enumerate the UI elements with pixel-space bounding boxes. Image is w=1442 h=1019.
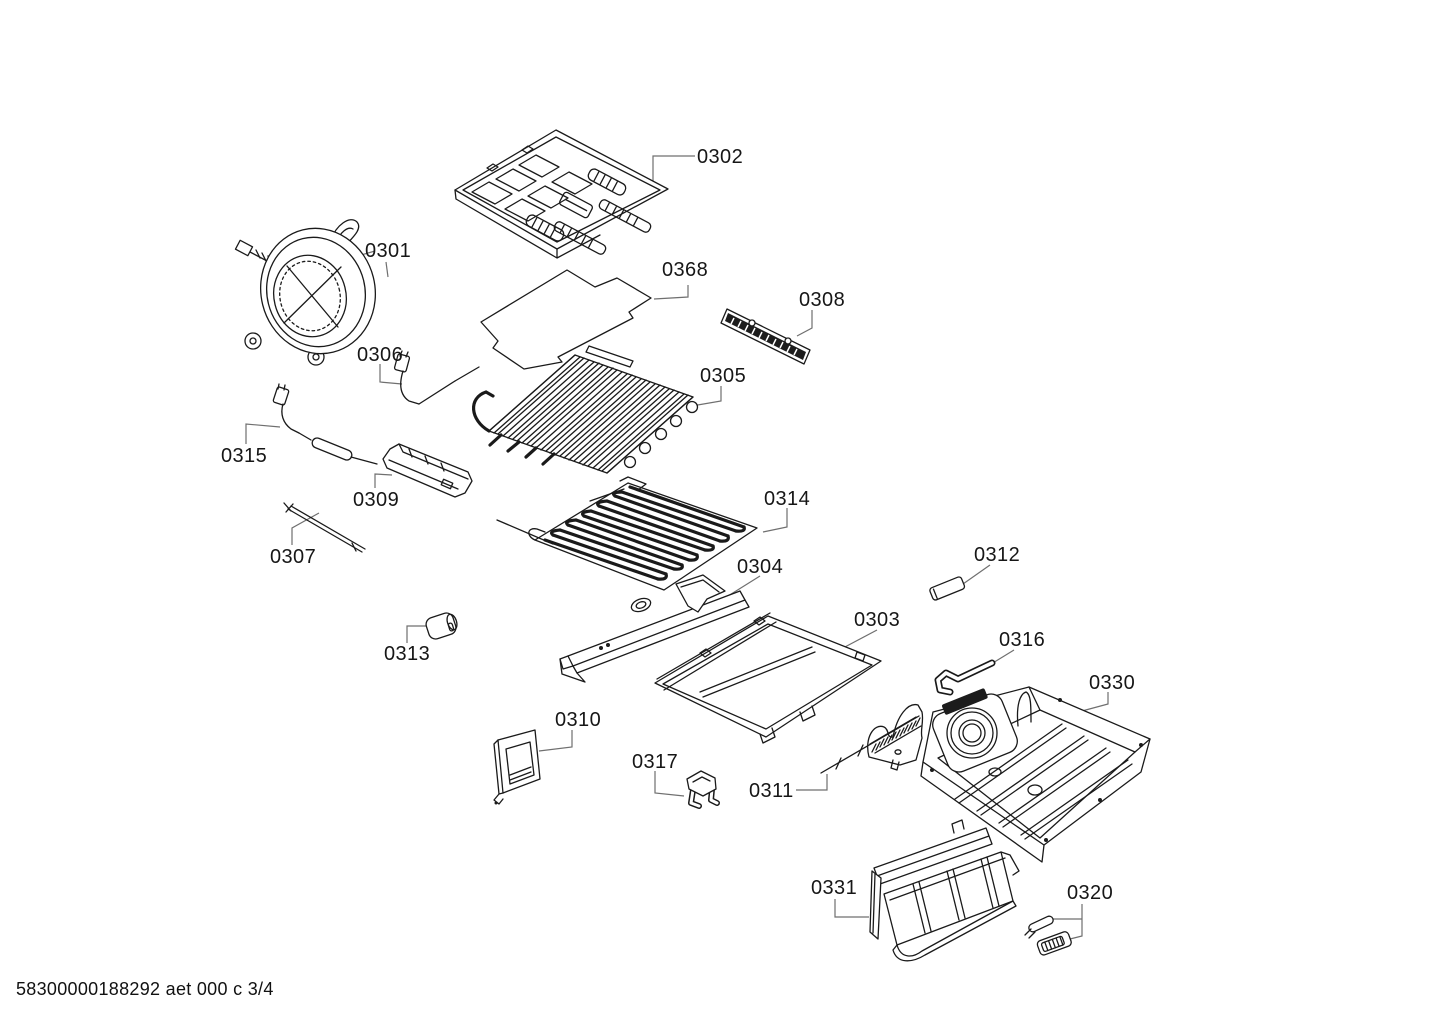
part-0315-sensor-drawing [272,383,378,465]
part-label-0301: 0301 [365,240,412,262]
part-0313-roller-drawing [425,612,458,640]
part-0305-evaporator-drawing [472,345,699,474]
part-label-0331: 0331 [811,877,858,899]
leader-lines [245,155,1109,940]
part-0311-rod-spring-drawing [820,704,924,774]
part-label-0307: 0307 [270,546,317,568]
part-label-0309: 0309 [353,489,400,511]
part-0312-clip-drawing [929,576,966,601]
part-0310-flap-drawing [493,729,541,805]
part-0303-tray-drawing [654,612,882,744]
part-0320-hardware-drawing [1024,915,1072,956]
part-label-0316: 0316 [999,629,1046,651]
part-0314-heater-plate-drawing [496,476,758,591]
part-label-0303: 0303 [854,609,901,631]
document-reference-number: 58300000188292 aet 000 c 3/4 [16,979,274,999]
part-label-0330: 0330 [1089,672,1136,694]
part-label-0310: 0310 [555,709,602,731]
part-label-0314: 0314 [764,488,811,510]
part-label-0304: 0304 [737,556,784,578]
part-label-0311: 0311 [749,780,794,802]
part-0302-cover-panel-drawing [454,129,669,259]
part-0330-duct-drawing [920,686,1151,863]
part-label-0368: 0368 [662,259,709,281]
part-label-0320: 0320 [1067,882,1114,904]
part-0331-bottom-cover-drawing [869,819,1020,962]
part-0306-cable-drawing [393,350,480,405]
part-label-0315: 0315 [221,445,268,467]
part-label-0312: 0312 [974,544,1021,566]
part-label-0302: 0302 [697,146,744,168]
part-label-0305: 0305 [700,365,747,387]
part-0307-tube-drawing [283,502,366,553]
part-0309-rail-drawing [382,443,473,498]
part-label-0313: 0313 [384,643,431,665]
part-0368-sheet-drawing [480,269,652,370]
part-0316-bracket-drawing [934,659,996,696]
part-0308-vent-strip-drawing [720,308,811,365]
part-0304-rail-drawing [559,574,750,683]
part-0301-fan-motor-drawing [234,219,377,366]
part-0317-bracket-drawing [686,770,720,809]
part-label-0317: 0317 [632,751,679,773]
part-label-0308: 0308 [799,289,846,311]
part-label-0306: 0306 [357,344,404,366]
